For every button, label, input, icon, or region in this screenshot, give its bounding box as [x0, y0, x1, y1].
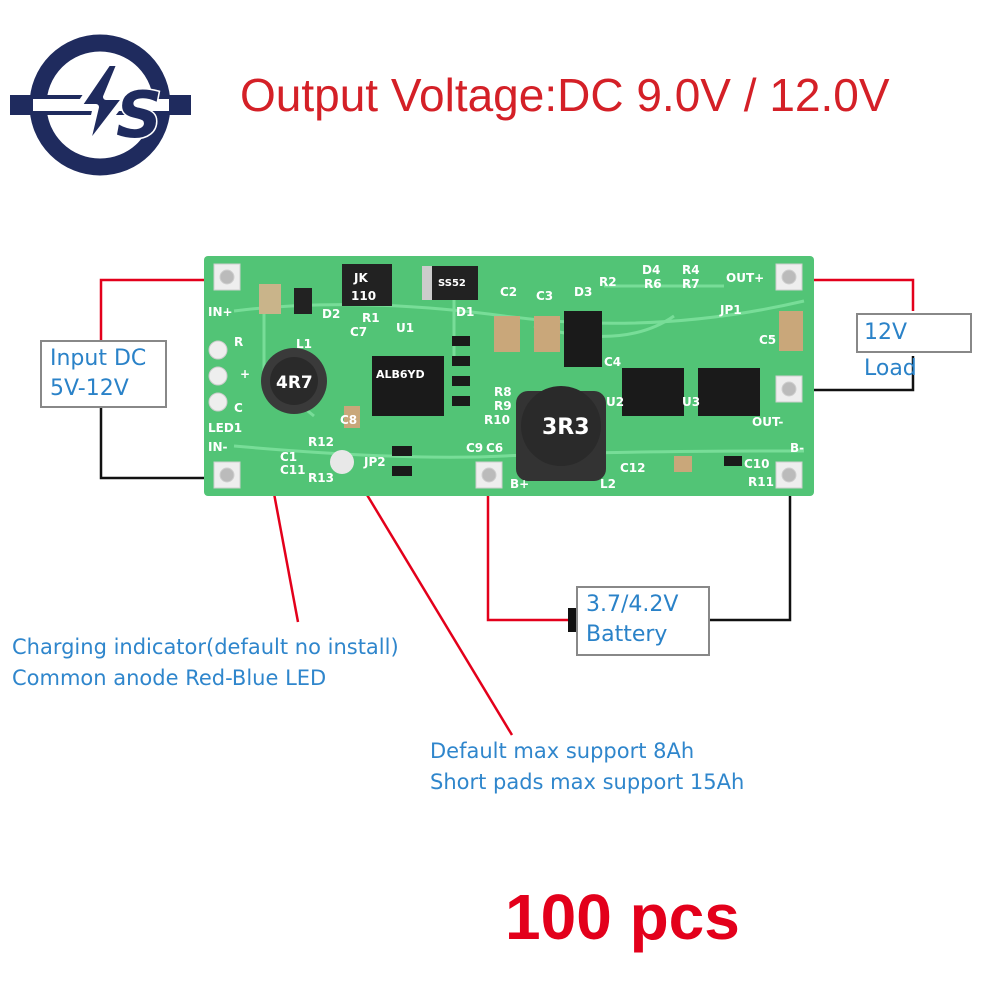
support-note-line2: Short pads max support 15Ah [430, 770, 745, 794]
silk-r9: R9 [494, 399, 512, 413]
page-title: Output Voltage:DC 9.0V / 12.0V [240, 69, 890, 121]
battery-terminal [568, 608, 578, 632]
silk-u1: U1 [396, 321, 414, 335]
charging-note-line1: Charging indicator(default no install) [12, 635, 399, 659]
silk-d4: D4 [642, 263, 660, 277]
battery-positive-wire [486, 478, 570, 622]
silk-r7: R7 [682, 277, 700, 291]
silk-r11: R11 [748, 475, 774, 489]
silk-c5: C5 [759, 333, 776, 347]
silk-c11: C11 [280, 463, 306, 477]
charging-note-line2: Common anode Red-Blue LED [12, 666, 327, 690]
silk-c3: C3 [536, 289, 553, 303]
input-dc-line1: Input DC [50, 346, 147, 371]
battery-line2: Battery [586, 622, 668, 647]
silk-jp1: JP1 [719, 303, 742, 317]
battery-label: 3.7/4.2V Battery [576, 586, 710, 656]
silk-u3: U3 [682, 395, 700, 409]
silk-r1: R1 [362, 311, 380, 325]
ic-u1-marking: ALB6YD [376, 368, 425, 381]
short-pads-arrow [350, 467, 514, 736]
load-negative-wire [790, 356, 915, 392]
silk-c10: C10 [744, 457, 770, 471]
silk-r13: R13 [308, 471, 334, 485]
chip-110-label: 110 [351, 289, 376, 303]
silk-b-plus: B+ [510, 477, 529, 491]
silk-r8: R8 [494, 385, 512, 399]
silk-c4: C4 [604, 355, 621, 369]
silk-jp2: JP2 [363, 455, 386, 469]
silk-r2: R2 [599, 275, 617, 289]
inductor-l2-marking: 3R3 [542, 415, 590, 440]
silk-c2: C2 [500, 285, 517, 299]
diode-code-label: SS52 [438, 278, 466, 289]
silk-u2: U2 [606, 395, 624, 409]
silk-b-minus: B- [790, 441, 804, 455]
svg-text:S: S [116, 79, 162, 153]
silk-c8: C8 [340, 413, 357, 427]
silk-c1: C1 [280, 450, 297, 464]
silk-led-c: C [234, 401, 243, 415]
quantity-label: 100 pcs [505, 881, 740, 953]
silk-r6: R6 [644, 277, 662, 291]
chip-jk-label: JK [353, 271, 368, 285]
load-positive-wire [790, 278, 915, 311]
silk-out-plus: OUT+ [726, 271, 764, 285]
lightning-s-logo-icon: S [10, 34, 191, 176]
silk-d2: D2 [322, 307, 340, 321]
silk-out-minus: OUT- [752, 415, 783, 429]
silk-d3: D3 [574, 285, 592, 299]
battery-negative-wire [708, 478, 792, 622]
input-negative-wire [99, 404, 218, 480]
silk-in-plus: IN+ [208, 305, 233, 319]
silk-led1: LED1 [208, 421, 242, 435]
silk-r12: R12 [308, 435, 334, 449]
brand-logo: S [10, 34, 191, 176]
silk-c12: C12 [620, 461, 646, 475]
load-label-text: 12V Load [864, 320, 917, 381]
silk-c7: C7 [350, 325, 367, 339]
input-dc-label: Input DC 5V-12V [40, 340, 167, 408]
charging-indicator-note: Charging indicator(default no install) C… [12, 632, 399, 694]
battery-line1: 3.7/4.2V [586, 592, 679, 617]
inductor-l1-marking: 4R7 [276, 373, 313, 393]
silk-led-plus: + [240, 367, 250, 381]
input-dc-line2: 5V-12V [50, 376, 129, 401]
capacity-support-note: Default max support 8Ah Short pads max s… [430, 736, 744, 798]
support-note-line1: Default max support 8Ah [430, 739, 695, 763]
pcb-board: JK 110 SS52 ALB6YD 4R7 3R3 IN+ IN- LED1 … [204, 256, 814, 496]
silk-l1: L1 [296, 337, 312, 351]
silk-in-minus: IN- [208, 440, 228, 454]
silk-d1: D1 [456, 305, 474, 319]
silk-led-r: R [234, 335, 243, 349]
silk-c9: C9 [466, 441, 483, 455]
silk-r4: R4 [682, 263, 700, 277]
load-label: 12V Load [856, 313, 972, 381]
silk-c6: C6 [486, 441, 503, 455]
silk-l2: L2 [600, 477, 616, 491]
silk-r10: R10 [484, 413, 510, 427]
input-positive-wire [99, 278, 218, 340]
